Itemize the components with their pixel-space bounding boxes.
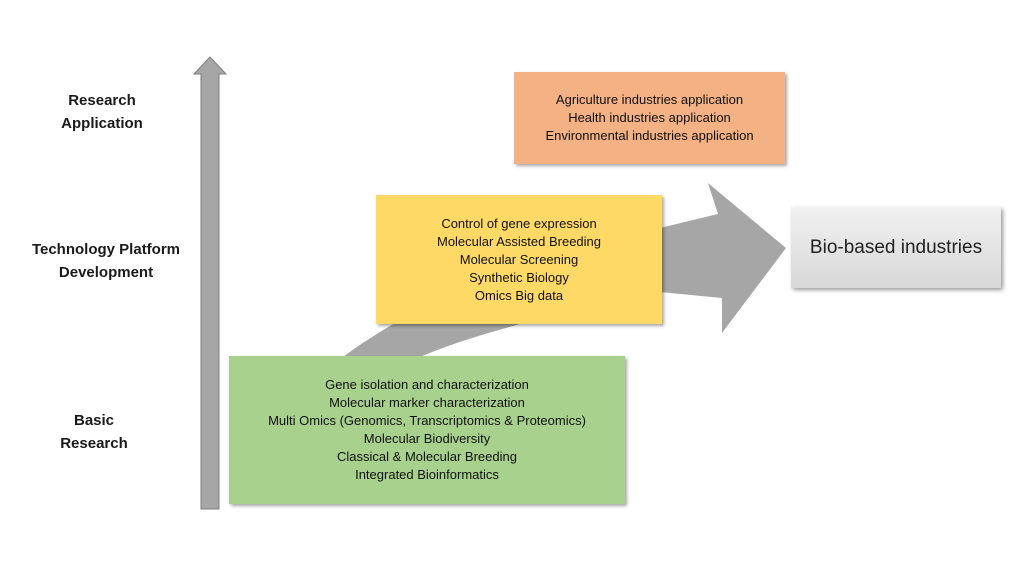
vertical-axis-arrow <box>192 56 228 510</box>
level-label-line: Research <box>68 92 136 109</box>
platform-box-item: Molecular Screening <box>459 251 579 267</box>
platform-box-item: Omics Big data <box>474 287 564 303</box>
basic-box-item: Molecular Biodiversity <box>363 431 491 446</box>
level-label-line: Technology Platform <box>31 241 181 258</box>
level-label-line: Research <box>60 435 128 452</box>
level-label-line: Application <box>61 115 143 132</box>
basic-box-item: Multi Omics (Genomics, Transcriptomics &… <box>268 413 586 428</box>
level-label-technology-platform: Technology Platform Development <box>8 238 204 284</box>
application-box-item: Health industries application <box>568 110 731 125</box>
bio-based-industries-box: Bio-based industries <box>791 207 1001 288</box>
application-box-item: Agriculture industries application <box>555 92 744 107</box>
platform-box-item: Control of gene expression <box>441 215 597 231</box>
level-label-basic-research: Basic Research <box>32 409 156 455</box>
basic-box-item: Molecular marker characterization <box>329 395 525 410</box>
application-box-item: Environmental industries application <box>545 128 754 143</box>
platform-box-item: Synthetic Biology <box>469 269 569 285</box>
basic-box-item: Classical & Molecular Breeding <box>337 449 517 464</box>
platform-box-item: Molecular Assisted Breeding <box>436 233 602 249</box>
level-label-research-application: Research Application <box>40 89 164 135</box>
basic-box-item: Gene isolation and characterization <box>325 377 529 392</box>
bio-based-industries-label: Bio-based industries <box>809 236 983 258</box>
level-label-line: Development <box>58 264 154 281</box>
level-label-line: Basic <box>73 412 115 429</box>
basic-box-item: Integrated Bioinformatics <box>355 467 499 482</box>
